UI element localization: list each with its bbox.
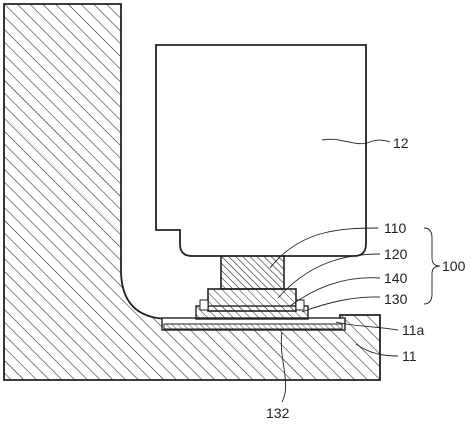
leader-12	[321, 138, 391, 145]
label-11: 11	[402, 348, 417, 364]
filler-140-left	[199, 299, 209, 311]
leader-130	[301, 296, 381, 313]
label-120: 120	[384, 246, 408, 262]
label-12: 12	[393, 135, 409, 151]
bracket-100	[423, 227, 441, 305]
leader-110	[269, 227, 379, 269]
leader-140	[289, 277, 381, 307]
leader-120	[277, 253, 381, 299]
label-100: 100	[442, 258, 466, 274]
label-11a: 11a	[402, 322, 425, 338]
display-12	[155, 44, 367, 257]
block-110	[220, 254, 285, 290]
layer-132	[163, 323, 343, 330]
label-130: 130	[384, 291, 408, 307]
leader-11	[355, 343, 399, 357]
leader-11a	[335, 321, 399, 331]
label-110: 110	[384, 220, 407, 236]
label-140: 140	[384, 270, 408, 286]
leader-132	[280, 331, 287, 403]
label-132: 132	[266, 405, 290, 421]
housing-body	[3, 3, 381, 381]
filler-140-right	[295, 299, 305, 311]
